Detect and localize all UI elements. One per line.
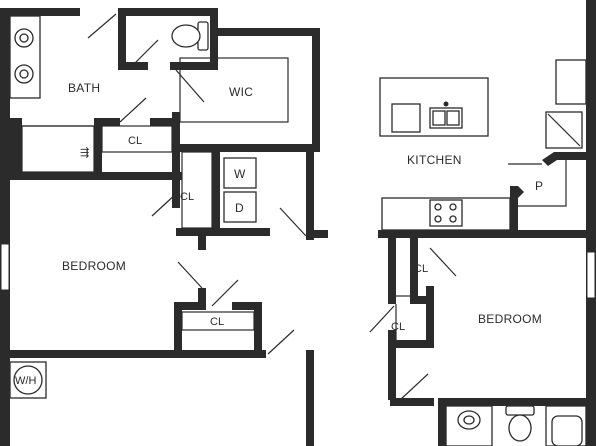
door-toilet: [133, 39, 159, 65]
wall-right-cl2-bottom: [388, 340, 434, 348]
door-bath-closet: [119, 97, 147, 123]
label-water-heater: W/H: [15, 375, 36, 387]
label-pantry: P: [535, 179, 543, 193]
wic-shelf: [179, 57, 289, 123]
wall-toilet-top: [118, 8, 218, 16]
laundry-closet-inner: [181, 151, 213, 229]
fridge-mark: [547, 113, 581, 147]
door-wic: [175, 69, 205, 103]
door-bedroom-right: [399, 373, 429, 401]
upper-cabinet: [555, 59, 587, 105]
label-bath: BATH: [68, 81, 100, 95]
toilet-icon: [171, 21, 209, 51]
dishwasher: [391, 103, 421, 133]
wall-lower-hall: [306, 350, 314, 446]
wall-toilet-bottom-r: [170, 62, 218, 70]
label-closet-laundry: CL: [180, 191, 194, 203]
wall-laundry-bottom: [176, 228, 270, 236]
label-closet-right-top: CL: [414, 263, 428, 275]
door-laundry-closet: [151, 191, 179, 217]
door-laundry: [279, 207, 307, 237]
doors: [87, 13, 542, 401]
dryer: [223, 191, 257, 223]
wall-blcl-stub: [198, 288, 206, 310]
washer: [223, 157, 257, 189]
toilet-icon-right: [505, 405, 535, 442]
wall-right-cl2-left: [388, 330, 396, 400]
labels: BATH WIC CL CL W D BEDROOM CL W/H KITCHE…: [15, 81, 543, 387]
bathtub-inner: [551, 415, 583, 446]
wall-laundry-stub: [198, 228, 206, 250]
window-left: [0, 243, 10, 291]
bath-closet-shelf: [101, 125, 173, 153]
wall-blcl-left: [174, 302, 182, 358]
wall-blcl-top-l: [174, 302, 206, 310]
label-kitchen: KITCHEN: [407, 153, 462, 167]
wall-blcl-top-r: [232, 302, 262, 310]
wall-bath2-top: [438, 398, 586, 406]
label-washer: W: [234, 167, 246, 181]
wall-right-cl-mid-b: [410, 296, 434, 304]
wall-pantry-diag2: [510, 186, 524, 200]
wall-left-outer: [0, 8, 10, 446]
wall-right-cl-mid: [410, 230, 418, 300]
label-bedroom-right: BEDROOM: [478, 312, 542, 326]
wall-right-cl-v: [426, 286, 434, 348]
bath-sink-icon: [457, 410, 481, 430]
fixtures: ⇶: [9, 15, 587, 446]
wall-hall-right: [306, 148, 314, 240]
sink-icon: [14, 28, 34, 84]
wall-pantry-left: [510, 186, 518, 236]
label-closet-bath: CL: [128, 135, 142, 147]
wall-kitchen-bottom: [378, 230, 586, 238]
wall-right-outer: [586, 0, 596, 446]
wall-right-lower-stub: [390, 398, 434, 406]
door-hall: [267, 329, 295, 355]
water-heater-icon: [13, 365, 43, 395]
shower-valve-icon: ⇶: [80, 146, 89, 159]
wall-tub-left: [10, 118, 22, 180]
wall-blcl-right: [254, 302, 262, 358]
door-bedroom-closet: [211, 279, 239, 307]
wall-right-cl-left: [388, 230, 396, 304]
wall-bath-cl-top: [94, 118, 120, 126]
pantry-shelf: [518, 160, 567, 207]
wall-toilet-bottom: [118, 62, 148, 70]
bedroom-closet-shelf: [181, 311, 255, 331]
label-wic: WIC: [229, 85, 253, 99]
label-closet-bedroom-left: CL: [210, 316, 224, 328]
door-bath-entry: [87, 13, 117, 39]
wall-wic-bottom: [180, 144, 320, 152]
wall-bath-cl-right: [172, 112, 180, 208]
wall-bath2-left: [438, 398, 446, 446]
range-icon: [429, 199, 463, 227]
wall-toilet-left: [118, 8, 126, 70]
door-right-closet-2: [369, 305, 395, 333]
label-bedroom-left: BEDROOM: [62, 259, 126, 273]
label-closet-right-bottom: CL: [391, 321, 405, 333]
door-bedroom-left: [177, 261, 203, 289]
wall-bath-cl-left: [94, 118, 102, 180]
wall-pantry-top: [554, 152, 586, 160]
wall-bedroom-bottom: [10, 350, 266, 358]
wall-pantry-diag: [542, 152, 560, 166]
wall-wic-top: [210, 28, 320, 36]
wall-laundry-right: [212, 148, 220, 230]
wall-top-left: [0, 8, 80, 16]
label-dryer: D: [235, 201, 244, 215]
wall-wic-right: [312, 28, 320, 152]
window-right: [586, 251, 596, 299]
wall-hall-stub: [306, 230, 328, 238]
wall-bath-cl-top-r: [150, 118, 180, 126]
kitchen-sink-icon: [429, 101, 463, 129]
wall-toilet-right: [210, 8, 218, 70]
door-right-closet-1: [429, 247, 457, 277]
vanity-left: [9, 15, 41, 99]
